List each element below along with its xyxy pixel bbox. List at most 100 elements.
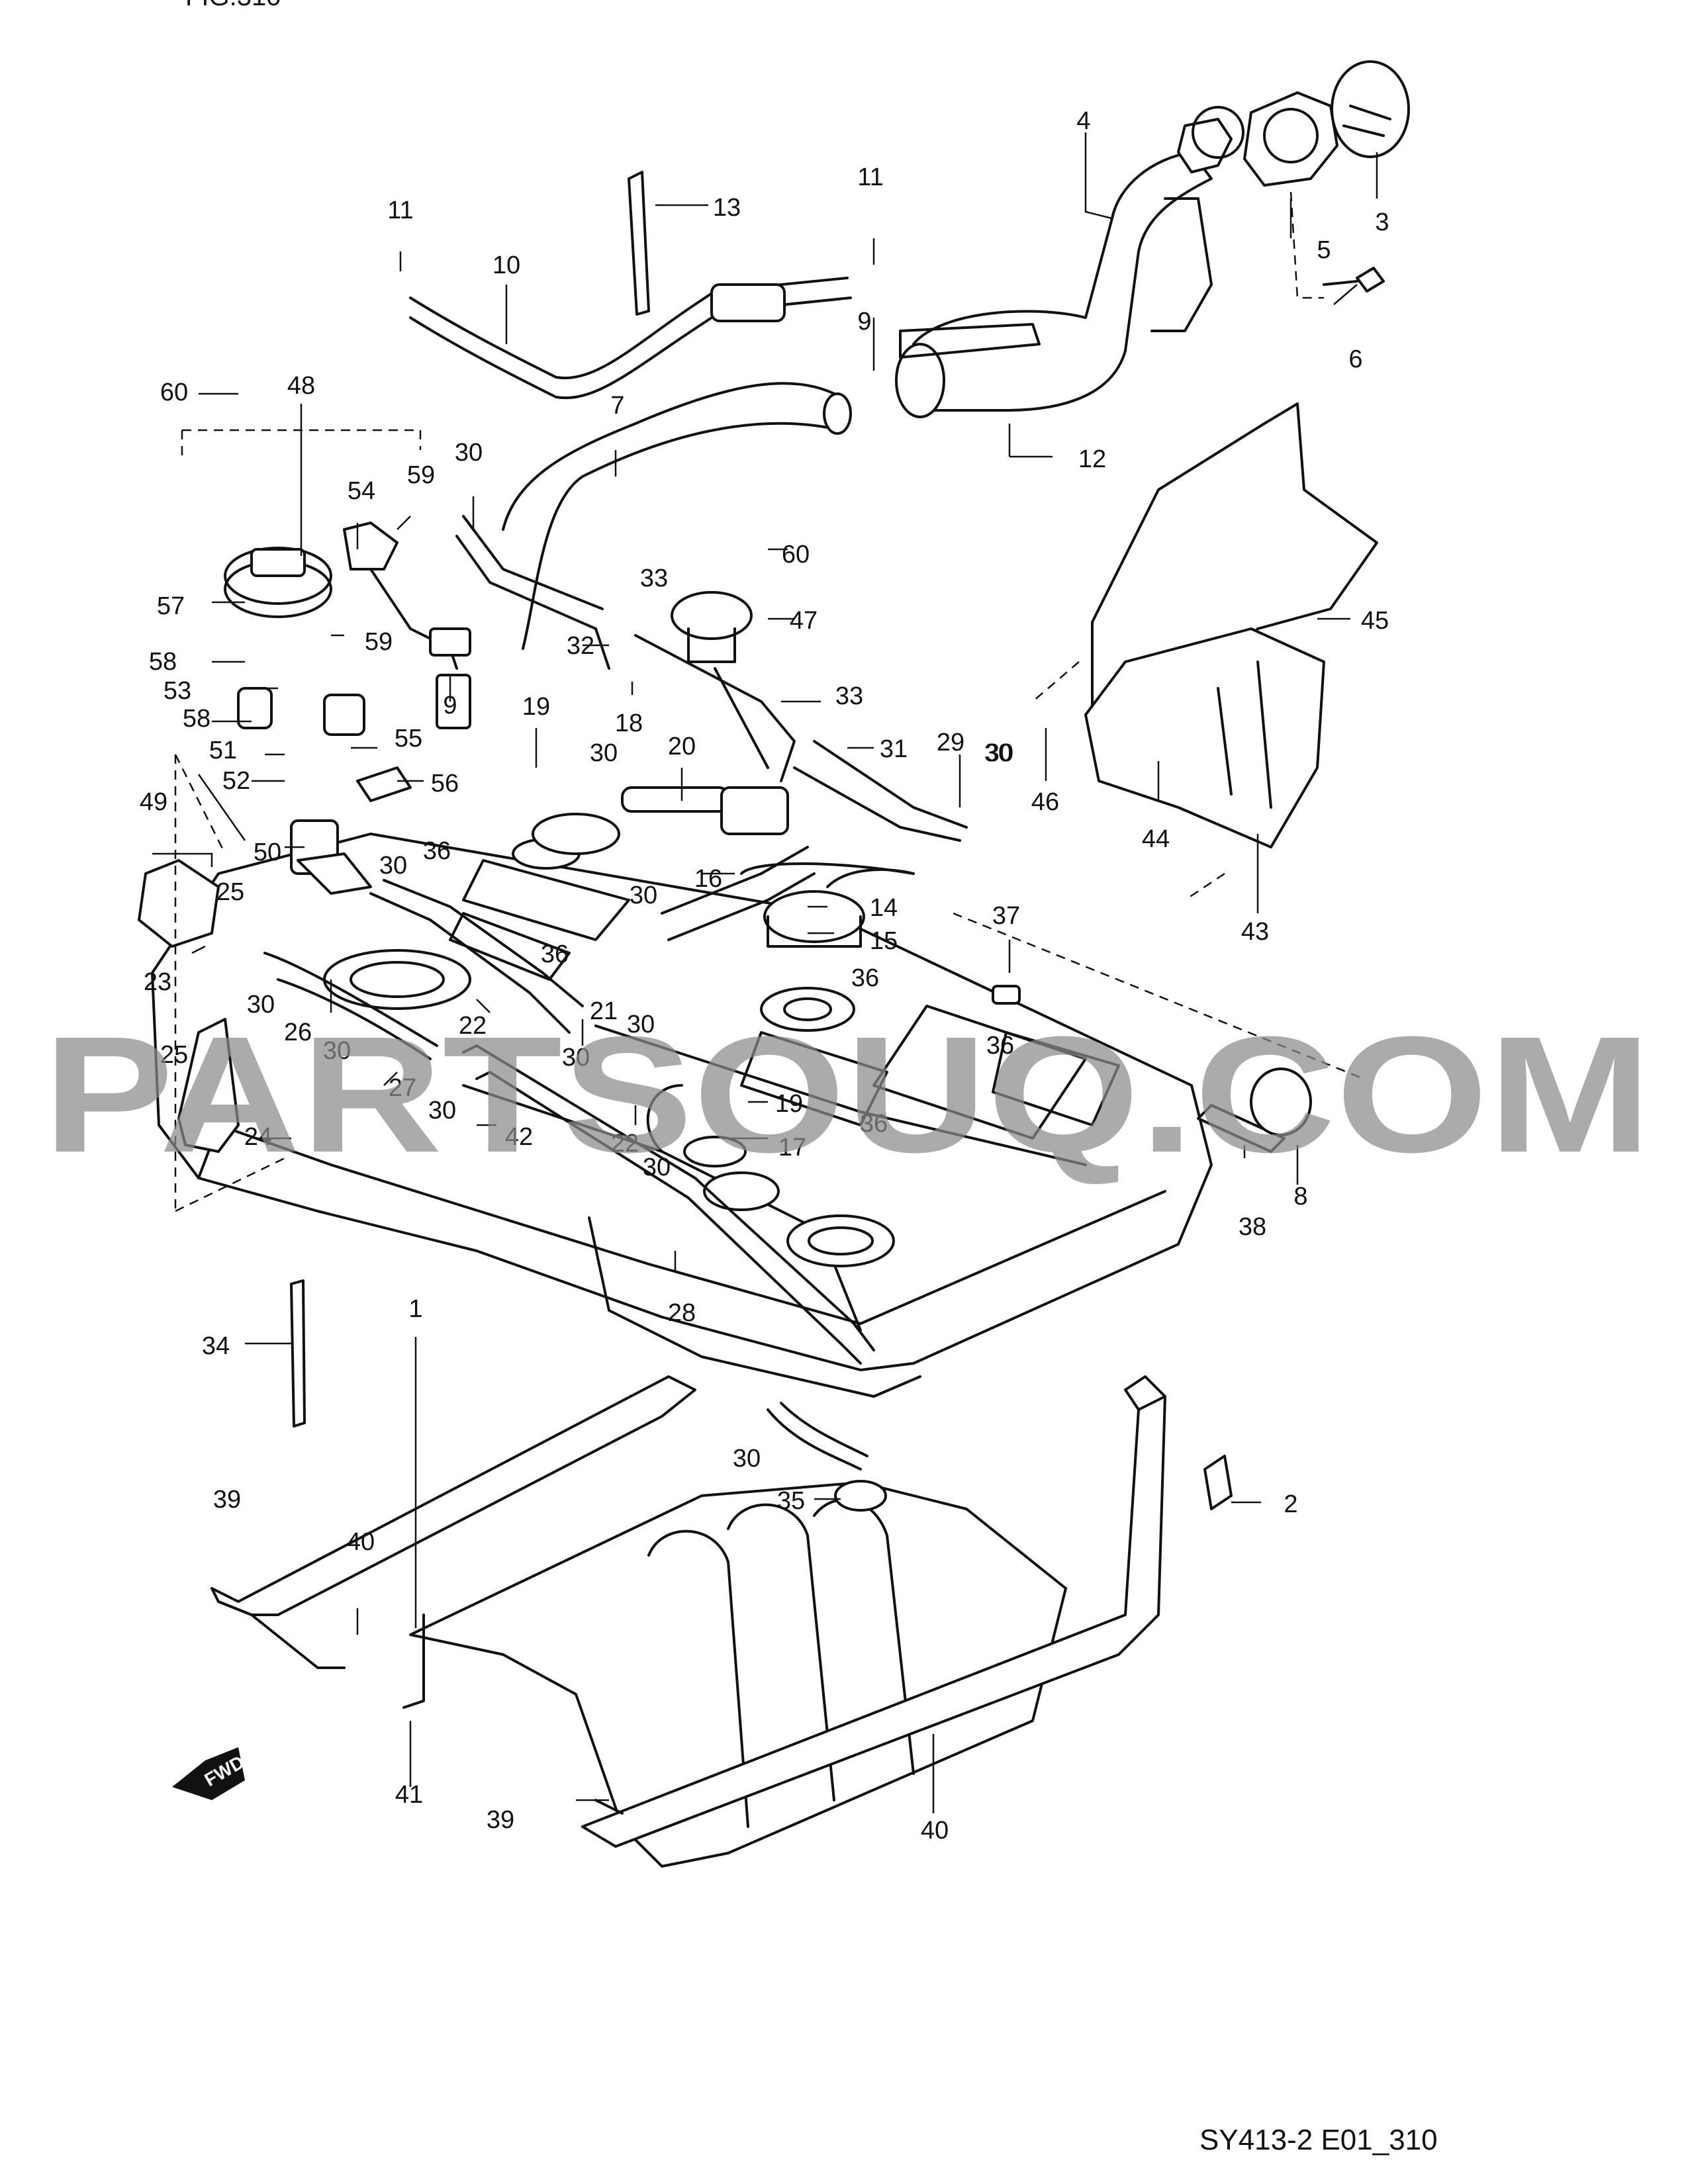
callout-34: 34 <box>202 1332 230 1360</box>
callout-30-f: 30 <box>247 991 275 1019</box>
callout-20: 20 <box>668 733 696 760</box>
callout-43: 43 <box>1241 918 1269 946</box>
callout-28: 28 <box>668 1299 696 1327</box>
callout-30-i: 30 <box>627 1011 655 1038</box>
callout-30-l: 30 <box>733 1445 761 1473</box>
callout-51: 51 <box>209 737 237 764</box>
callout-42: 42 <box>505 1123 533 1151</box>
callout-30-m: 30 <box>984 739 1012 767</box>
callout-21: 21 <box>590 997 618 1025</box>
callout-25a: 25 <box>216 878 244 906</box>
callout-15: 15 <box>870 927 898 955</box>
callout-58a: 58 <box>149 648 177 676</box>
heat-shield <box>1084 402 1378 848</box>
parts-linework: FWD <box>138 60 1410 1868</box>
callout-30-h: 30 <box>562 1044 590 1071</box>
callout-35: 35 <box>777 1487 805 1515</box>
callout-37: 37 <box>992 902 1020 930</box>
callout-30-e: 30 <box>630 882 657 909</box>
callout-56: 56 <box>431 770 459 797</box>
callout-27: 27 <box>389 1074 416 1102</box>
callout-22a: 22 <box>459 1012 487 1040</box>
callout-30-a: 30 <box>455 439 483 467</box>
callout-2: 2 <box>1284 1490 1297 1518</box>
callout-11b: 11 <box>857 163 883 191</box>
callout-4: 4 <box>1076 107 1090 135</box>
callout-59b: 59 <box>365 628 393 656</box>
callout-57: 57 <box>157 592 185 620</box>
callout-12: 12 <box>1078 445 1106 473</box>
callout-36e: 36 <box>860 1110 888 1138</box>
callout-30-k: 30 <box>643 1154 671 1181</box>
callout-14: 14 <box>870 894 898 922</box>
tank-straps <box>138 859 875 1365</box>
callout-58b: 58 <box>183 705 211 733</box>
callout-18: 18 <box>615 709 643 737</box>
callout-44: 44 <box>1142 825 1170 853</box>
callout-30-c: 30 <box>986 739 1013 767</box>
callout-23: 23 <box>144 968 171 996</box>
callout-36c: 36 <box>851 964 879 992</box>
leader-lines <box>152 132 1378 1813</box>
callout-19b: 19 <box>775 1090 803 1118</box>
callout-40a: 40 <box>347 1528 375 1556</box>
callout-1: 1 <box>408 1295 422 1323</box>
callout-29: 29 <box>937 729 964 756</box>
callout-33a: 33 <box>640 565 668 592</box>
callout-16: 16 <box>694 865 722 893</box>
callout-25b: 25 <box>160 1041 188 1069</box>
callout-5: 5 <box>1317 236 1331 264</box>
callout-59a: 59 <box>407 461 435 489</box>
callout-24: 24 <box>244 1123 272 1151</box>
callout-32: 32 <box>567 632 594 660</box>
callout-30-b: 30 <box>590 739 618 767</box>
callout-26: 26 <box>284 1019 312 1046</box>
callout-labels: 1 2 3 4 5 6 7 8 9 9 10 11 11 12 13 14 15… <box>140 107 1389 1844</box>
callout-41: 41 <box>395 1781 423 1809</box>
callout-30-j: 30 <box>428 1097 456 1124</box>
callout-36d: 36 <box>986 1032 1014 1060</box>
callout-11a: 11 <box>387 197 413 224</box>
callout-6: 6 <box>1348 345 1362 373</box>
callout-17: 17 <box>778 1134 806 1161</box>
callout-39a: 39 <box>213 1486 241 1514</box>
callout-13: 13 <box>713 194 741 222</box>
hoses <box>263 277 968 1471</box>
callout-19a: 19 <box>522 693 550 721</box>
filler-neck-assembly <box>895 60 1410 418</box>
callout-30-d: 30 <box>379 852 407 880</box>
watermark: PARTSOUQ.COM <box>43 1002 1652 1187</box>
callout-30-g: 30 <box>323 1037 351 1065</box>
callout-8: 8 <box>1293 1183 1307 1210</box>
callout-39b: 39 <box>487 1806 514 1834</box>
pump-and-sender <box>224 522 915 948</box>
drawing-code: SY413-2 E01_310 <box>1199 2124 1438 2156</box>
callout-31: 31 <box>880 735 908 763</box>
callout-47: 47 <box>790 607 818 635</box>
callout-53: 53 <box>164 677 191 705</box>
callout-60a: 60 <box>160 379 188 406</box>
callout-49: 49 <box>140 788 167 816</box>
callout-36a: 36 <box>423 837 451 865</box>
callout-33b: 33 <box>835 682 863 710</box>
callout-50: 50 <box>254 839 281 866</box>
ties <box>290 171 650 1428</box>
callout-7: 7 <box>610 392 624 420</box>
callout-3: 3 <box>1375 208 1389 236</box>
callout-46: 46 <box>1031 788 1059 816</box>
callout-55: 55 <box>395 725 422 752</box>
callout-54: 54 <box>348 477 375 505</box>
callout-9b: 9 <box>443 692 457 719</box>
callout-36b: 36 <box>541 940 569 968</box>
callout-48: 48 <box>287 372 315 400</box>
callout-45: 45 <box>1361 607 1389 635</box>
callout-60b: 60 <box>782 541 810 569</box>
callout-9a: 9 <box>857 308 871 336</box>
callout-30-n: 30 <box>984 739 1012 767</box>
callout-38: 38 <box>1239 1213 1266 1241</box>
callout-22b: 22 <box>611 1130 639 1158</box>
callout-52: 52 <box>222 767 250 795</box>
fwd-arrow: FWD <box>172 1747 248 1800</box>
pads-and-plugs <box>594 985 1312 1815</box>
